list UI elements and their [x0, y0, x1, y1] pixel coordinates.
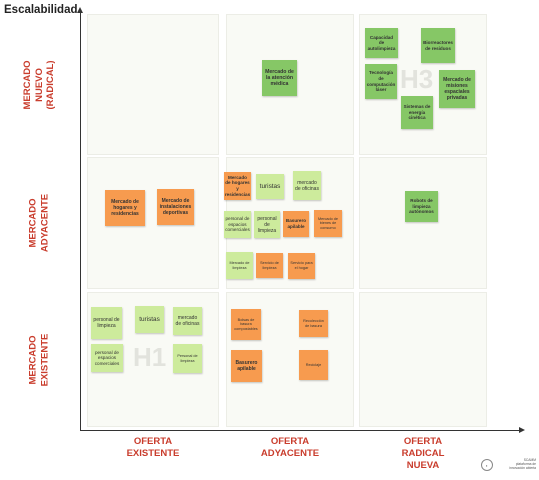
cell-nuevo-existente — [87, 14, 219, 155]
sticky-note[interactable]: Servicio de limpieza — [256, 253, 283, 278]
row-label-mercado-nuevo: MERCADO NUEVO (RADICAL) — [21, 59, 56, 110]
sticky-note[interactable]: Servicio para el hogar — [288, 253, 315, 279]
horizon-mark-h1: H1 — [133, 342, 167, 372]
cell-existente-radical — [359, 292, 487, 427]
sticky-note[interactable]: Basurero apilable — [231, 350, 262, 382]
cell-adyacente-radical — [359, 157, 487, 289]
cell-adyacente-existente — [87, 157, 219, 289]
page-title: Escalabilidad — [4, 4, 78, 16]
sticky-note[interactable]: Bolsas de basura compostables — [231, 309, 261, 340]
sticky-note[interactable]: Sistemas de energía cinética — [401, 96, 433, 129]
sticky-note[interactable]: Tecnología de computación láser — [365, 64, 397, 99]
sticky-note[interactable]: Reciclaje — [299, 350, 328, 380]
sticky-note[interactable]: Mercado de hogares y residencias — [105, 190, 145, 226]
row-label-mercado-adyacente: MERCADO ADYACENTE — [27, 193, 51, 253]
footer-credit: SCAMM plataforma de innovación abierta — [509, 458, 536, 471]
sticky-note[interactable]: mercado de oficinas — [173, 307, 202, 335]
sticky-note[interactable]: Biorreactores de residuos — [421, 28, 455, 63]
sticky-note[interactable]: personal de espacios comerciales — [224, 211, 251, 238]
sticky-note[interactable]: Mercado de bienes de consumo — [314, 210, 342, 237]
vertical-axis — [77, 7, 83, 431]
sticky-note[interactable]: Robots de limpieza autónomos — [405, 191, 438, 222]
sticky-note[interactable]: Mercado de misiones espaciales privadas — [439, 70, 475, 108]
row-label-mercado-existente: MERCADO EXISTENTE — [27, 333, 51, 386]
sticky-note[interactable]: personal de limpieza — [254, 211, 280, 238]
sticky-note[interactable]: personal de limpieza — [91, 307, 122, 339]
sticky-note[interactable]: mercado de oficinas — [293, 171, 321, 200]
sticky-note[interactable]: Mercado de instalaciones deportivas — [157, 189, 194, 225]
sticky-note[interactable]: Mercado de hogares y residencias — [224, 172, 251, 200]
sticky-note[interactable]: Recolección de basura — [299, 310, 328, 337]
sticky-note[interactable]: turistas — [135, 306, 164, 333]
column-label-oferta-adyacente: OFERTA ADYACENTE — [260, 436, 320, 459]
column-label-oferta-radical-nueva: OFERTA RADICAL NUEVA — [401, 436, 445, 471]
horizon-mark-h3: H3 — [400, 64, 434, 94]
sticky-note[interactable]: Personal de limpieza — [173, 344, 202, 373]
sticky-note[interactable]: Basurero apilable — [283, 211, 309, 237]
footer-logo-icon: ◐ — [481, 459, 493, 471]
sticky-note[interactable]: Capacidad de autolimpieza — [365, 28, 398, 58]
sticky-note[interactable]: Mercado de limpieza — [226, 252, 253, 279]
sticky-note[interactable]: turistas — [256, 174, 284, 199]
sticky-note[interactable]: personal de espacios comerciales — [91, 344, 123, 372]
column-label-oferta-existente: OFERTA EXISTENTE — [126, 436, 180, 459]
sticky-note[interactable]: Mercado de la atención médica — [262, 60, 297, 96]
horizontal-axis — [80, 427, 525, 433]
